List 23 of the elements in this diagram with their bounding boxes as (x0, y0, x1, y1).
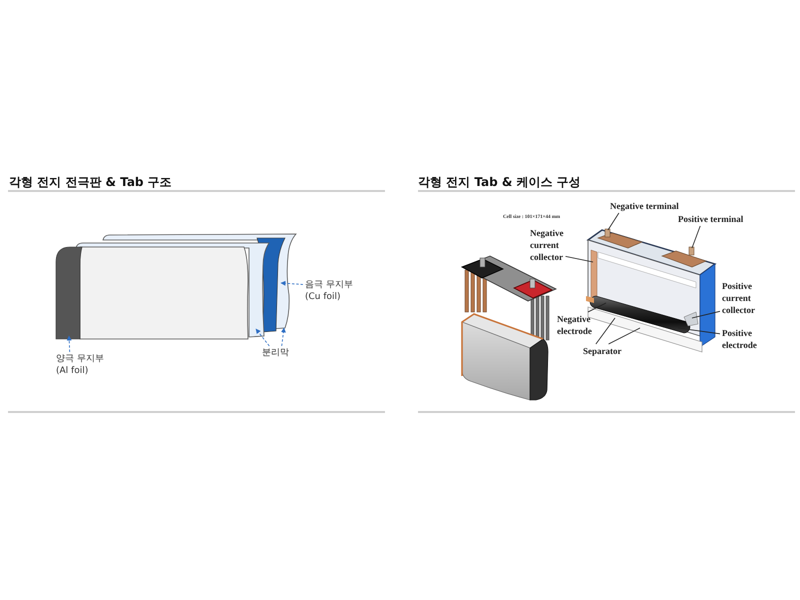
leader-line (596, 318, 616, 344)
leader-line (608, 212, 620, 230)
leader-line (280, 328, 286, 346)
leader-line (256, 328, 270, 346)
callout-label: 음극 무지부 (Cu foil) (303, 278, 359, 304)
callout-label: Separator (581, 344, 624, 358)
callout-label: Negative current collector (528, 226, 566, 264)
leader-line (692, 226, 701, 248)
callout-label: 양극 무지부 (Al foil) (54, 352, 110, 378)
leader-line (565, 256, 594, 262)
callout-label: Positive terminal (676, 212, 746, 226)
leader-line (280, 280, 304, 286)
leader-line (588, 302, 606, 312)
leader-line (678, 328, 720, 334)
callout-label: Negative terminal (608, 199, 681, 213)
panel-title: 각형 전지 Tab & 케이스 구성 (418, 175, 581, 190)
panel-title: 각형 전지 전극판 & Tab 구조 (9, 175, 172, 190)
leader-line (608, 328, 640, 344)
callout-label: Positive current collector (720, 279, 757, 317)
leader-line (66, 336, 72, 352)
callout-label: Positive electrode (720, 326, 759, 352)
callout-label: Negative electrode (555, 312, 594, 338)
callout-label: 분리막 (260, 346, 291, 360)
